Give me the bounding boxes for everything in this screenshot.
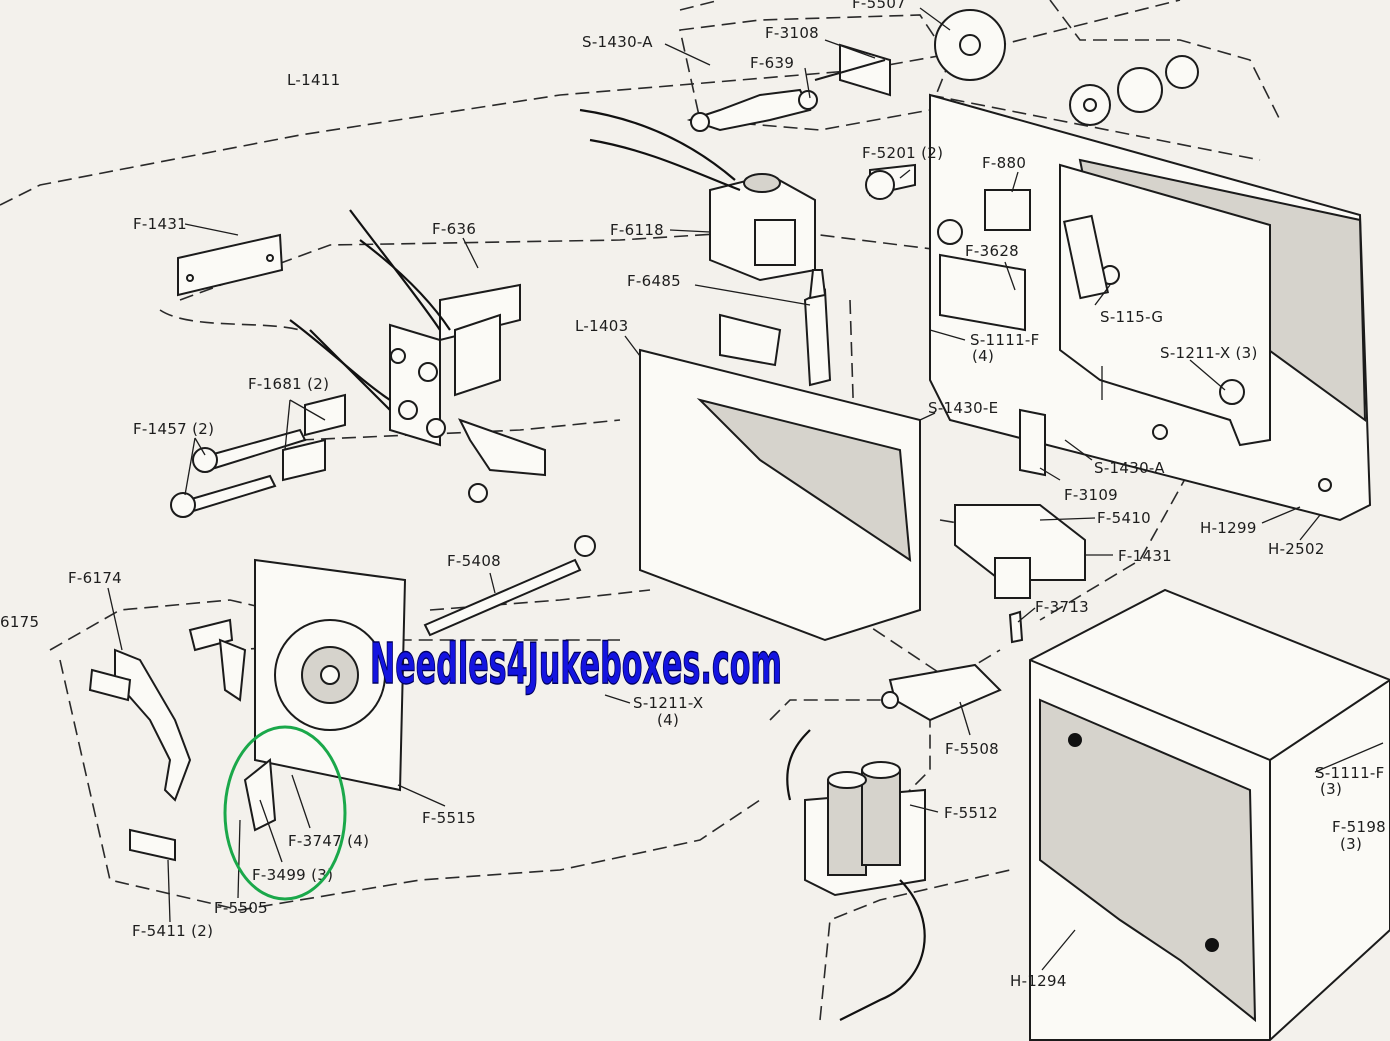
label-h1294: H-1294	[1010, 972, 1067, 990]
watermark-text: Needles4Jukeboxes.com	[370, 632, 782, 697]
label-f3747: F-3747 (4)	[288, 832, 369, 850]
label-h1299: H-1299	[1200, 519, 1257, 537]
parts-drawing	[88, 9, 1390, 1041]
label-f5408: F-5408	[447, 552, 501, 570]
label-f5515: F-5515	[422, 809, 476, 827]
label-s1211x-4: S-1211-X	[633, 694, 703, 712]
highlight-circle	[223, 725, 347, 901]
label-s1111f-4: S-1111-F	[970, 331, 1040, 349]
label-s1211x-3: S-1211-X (3)	[1160, 344, 1258, 362]
label-s1111f-3-qty: (3)	[1320, 780, 1342, 798]
label-f1431-mid: F-1431	[1118, 547, 1172, 565]
label-f5507: F-5507	[852, 0, 906, 12]
label-f1681: F-1681 (2)	[248, 375, 329, 393]
part-labels: F-5507 S-1430-A F-3108 F-639 L-1411 F-52…	[0, 0, 1386, 990]
label-f6175: 6175	[0, 613, 39, 631]
leader-lines	[107, 7, 1384, 971]
label-s1111f-3: S-1111-F	[1315, 764, 1385, 782]
label-f636: F-636	[432, 220, 476, 238]
label-f3108: F-3108	[765, 24, 819, 42]
label-f6485: F-6485	[627, 272, 681, 290]
label-f5201: F-5201 (2)	[862, 144, 943, 162]
label-f639: F-639	[750, 54, 794, 72]
label-f6118: F-6118	[610, 221, 664, 239]
label-f3713: F-3713	[1035, 598, 1089, 616]
bracket-f6174	[114, 648, 192, 802]
label-h2502: H-2502	[1268, 540, 1325, 558]
label-l1411: L-1411	[287, 71, 340, 89]
label-f880: F-880	[982, 154, 1026, 172]
label-f3109: F-3109	[1064, 486, 1118, 504]
label-s1211x-4-qty: (4)	[657, 711, 679, 729]
label-s1111f-4-qty: (4)	[972, 347, 994, 365]
label-s115g: S-115-G	[1100, 308, 1163, 326]
label-f5198-qty: (3)	[1340, 835, 1362, 853]
main-plate-l1403	[639, 348, 921, 642]
label-l1403: L-1403	[575, 317, 628, 335]
label-f5410: F-5410	[1097, 509, 1151, 527]
label-s1430e: S-1430-E	[928, 399, 998, 417]
label-f5411: F-5411 (2)	[132, 922, 213, 940]
label-f3499: F-3499 (3)	[252, 866, 333, 884]
label-f1431-top: F-1431	[133, 215, 187, 233]
label-f5508: F-5508	[945, 740, 999, 758]
label-s1430a-top: S-1430-A	[582, 33, 653, 51]
inner-panel	[1059, 163, 1271, 447]
label-s1430a-mid: S-1430-A	[1094, 459, 1165, 477]
label-f3628: F-3628	[965, 242, 1019, 260]
label-f5505: F-5505	[214, 899, 268, 917]
label-f1457: F-1457 (2)	[133, 420, 214, 438]
label-f5198: F-5198	[1332, 818, 1386, 836]
label-f5512: F-5512	[944, 804, 998, 822]
label-f6174: F-6174	[68, 569, 122, 587]
